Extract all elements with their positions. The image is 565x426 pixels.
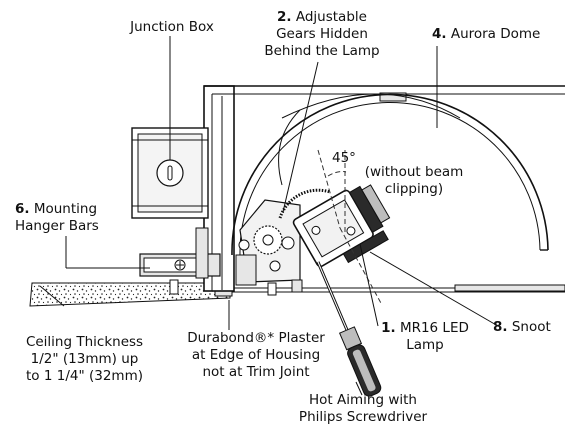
ceiling-thickness-label: Ceiling Thickness 1/2" (13mm) up to 1 1/… (25, 334, 144, 384)
hot-aiming-label: Hot Aiming with Philips Screwdriver (298, 392, 428, 425)
leader-lines (39, 36, 499, 396)
gears-number: 2. (277, 9, 292, 25)
snoot-label: 8. Snoot (493, 319, 551, 335)
dome-number: 4. (432, 26, 447, 42)
beam-lines (317, 149, 383, 306)
mr16-led-lamp (292, 184, 391, 268)
lamp-number: 1. (381, 320, 396, 336)
beam-clipping-label: (without beam clipping) (364, 164, 464, 197)
hanger-number: 6. (15, 201, 30, 217)
junction-box-label: Junction Box (130, 19, 214, 35)
angle-label: 45° (332, 150, 356, 166)
hanger-bars-label: 6. Mounting Hanger Bars (15, 201, 99, 234)
plaster-label: Durabond®* Plaster at Edge of Housing no… (187, 330, 325, 380)
lamp-label: 1. MR16 LED Lamp (381, 320, 469, 353)
snoot (342, 230, 389, 264)
adjustable-gears (235, 188, 331, 296)
gears-label: 2. Adjustable Gears Hidden Behind the La… (264, 9, 380, 59)
screwdriver-icon (316, 261, 382, 397)
hanger-bar (139, 227, 221, 295)
dome-label: 4. Aurora Dome (432, 26, 541, 42)
aurora-dome (231, 93, 549, 256)
snoot-number: 8. (493, 319, 508, 335)
